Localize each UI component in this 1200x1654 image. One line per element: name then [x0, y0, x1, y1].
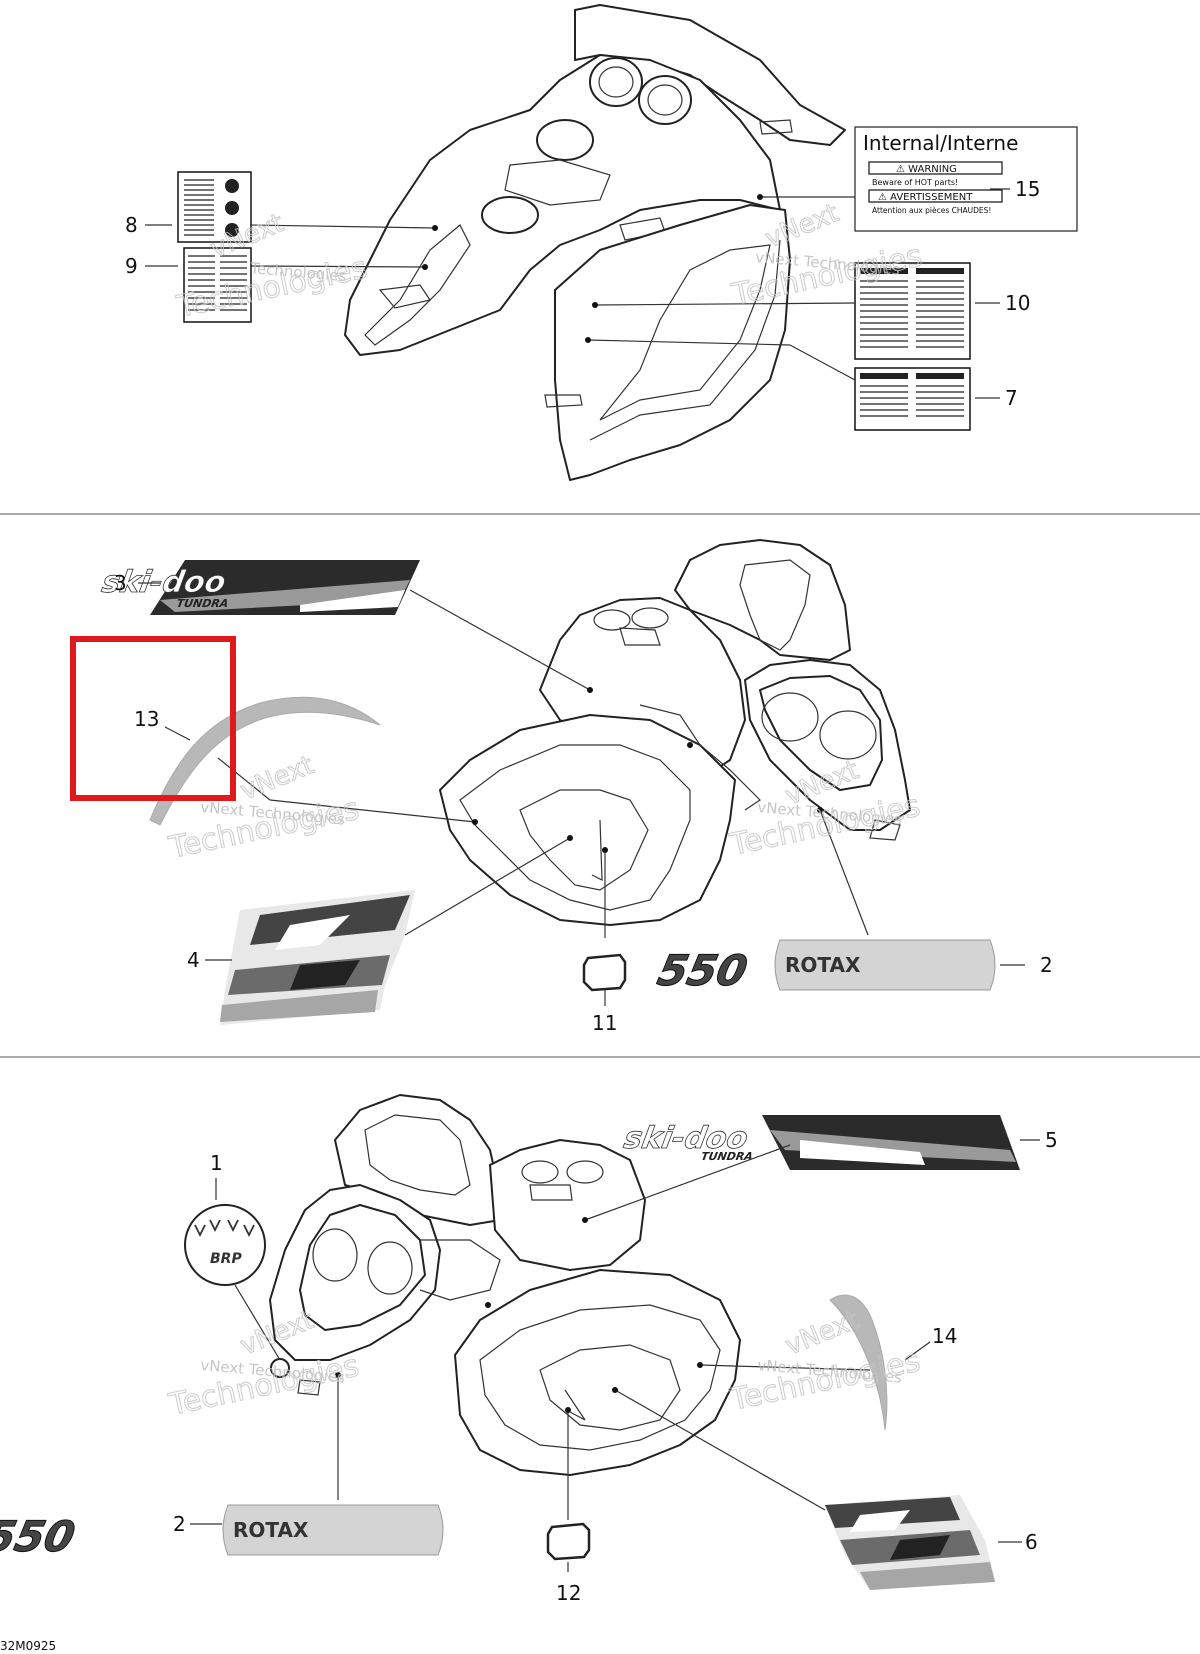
rotax-550-bottom: 550 — [0, 1513, 79, 1561]
rotax-550-top: 550 — [653, 947, 751, 995]
decal-12-patch — [546, 1522, 591, 1561]
middle-panel-leaders — [138, 582, 1025, 1006]
internal-interne-title: Internal/Interne — [863, 131, 1018, 155]
callout-6: 6 — [1025, 1530, 1038, 1554]
highlight-box-callout-13 — [70, 636, 236, 801]
brp-text: BRP — [210, 1251, 242, 1267]
decal-2-rotax-top: ROTAX 550 — [653, 939, 996, 996]
avertissement-text: Attention aux pièces CHAUDES! — [872, 206, 991, 215]
decal-1-brp-logo: BRP — [184, 1204, 266, 1286]
skidoo-logo-text: ski-doo — [99, 565, 228, 600]
avertissement-header: ⚠ AVERTISSEMENT — [878, 192, 973, 203]
decal-13-swoosh — [149, 696, 381, 826]
callout-1: 1 — [210, 1151, 223, 1175]
decal-2-rotax-bottom: ROTAX 550 — [0, 1504, 444, 1562]
callout-10: 10 — [1005, 291, 1030, 315]
warning-text: Beware of HOT parts! — [872, 178, 958, 187]
decal-4-graphic — [220, 890, 415, 1025]
watermark-technologies: Technologies — [165, 1349, 362, 1424]
callout-14: 14 — [932, 1324, 957, 1348]
decal-9-label — [183, 247, 252, 323]
callout-7: 7 — [1005, 386, 1018, 410]
decal-10-label — [854, 262, 971, 360]
callout-4: 4 — [187, 948, 200, 972]
top-panel-leaders — [145, 188, 1010, 399]
decal-11-patch — [582, 953, 627, 992]
watermark-technologies: Technologies — [726, 1344, 923, 1419]
callout-5: 5 — [1045, 1128, 1058, 1152]
callout-3: 3 — [114, 571, 127, 595]
callout-2-top: 2 — [1040, 953, 1053, 977]
decal-6-graphic — [825, 1495, 995, 1590]
callout-9: 9 — [125, 254, 138, 278]
decal-7-label — [854, 367, 971, 431]
decal-5-skidoo: ski-doo TUNDRA — [621, 1115, 1020, 1170]
skidoo-logo-text-2: ski-doo — [621, 1121, 750, 1156]
hood-right-front-view — [269, 1094, 741, 1476]
watermark-bottom-right: vNext vNext Technologies Technologies — [726, 1305, 924, 1419]
callout-12: 12 — [556, 1581, 581, 1605]
decal-15-hot-parts: Internal/Interne ⚠ WARNING Beware of HOT… — [854, 126, 1078, 232]
tundra-text: TUNDRA — [175, 597, 229, 610]
bottom-panel-leader-dots — [335, 1217, 703, 1413]
decal-14-swoosh — [829, 1294, 888, 1431]
middle-panel-leader-dots — [472, 687, 823, 853]
decal-8-label — [177, 171, 252, 243]
bottom-panel-leaders — [190, 1139, 1040, 1572]
tundra-text-2: TUNDRA — [700, 1150, 754, 1163]
warning-header: ⚠ WARNING — [896, 164, 957, 175]
callout-15: 15 — [1015, 177, 1040, 201]
decal-3-skidoo: ski-doo TUNDRA — [99, 560, 420, 615]
watermark-vnext: vNext — [236, 750, 318, 806]
watermark-vnext: vNext — [781, 1305, 863, 1361]
figure-code: 32M0925 — [0, 1639, 56, 1653]
callout-8: 8 — [125, 213, 138, 237]
top-panel-leader-dots — [422, 194, 763, 343]
callout-2-bottom: 2 — [173, 1512, 186, 1536]
hood-left-front-view — [439, 539, 911, 926]
callout-13: 13 — [134, 707, 159, 731]
rotax-text-top: ROTAX — [785, 953, 861, 977]
rotax-text-bottom: ROTAX — [233, 1518, 309, 1542]
callout-11: 11 — [592, 1011, 617, 1035]
